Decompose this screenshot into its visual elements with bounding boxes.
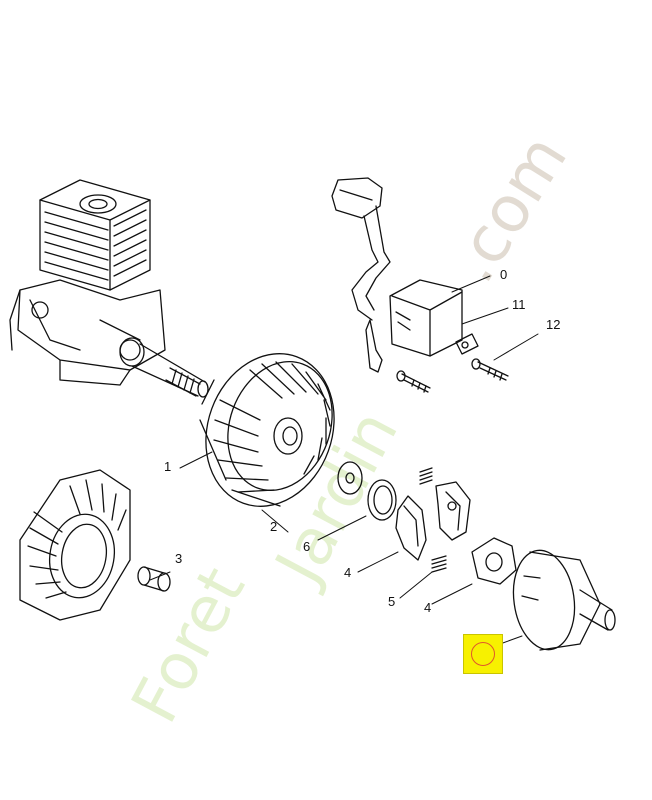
sleeve-part (137, 566, 171, 592)
label-part-5: 5 (388, 594, 396, 609)
label-part-0: 0 (500, 267, 508, 282)
label-part-3: 3 (175, 551, 183, 566)
fan-cover (19, 469, 131, 621)
thrust-ring (367, 479, 397, 521)
ignition-module (331, 177, 463, 373)
label-part-1: 1 (164, 459, 172, 474)
clutch-shoe-left (395, 495, 427, 561)
flywheel (199, 353, 335, 507)
clutch-hub (471, 537, 517, 585)
ignition-screws (396, 333, 509, 393)
clutch-springs (419, 467, 447, 573)
label-part-2: 2 (270, 519, 278, 534)
leader-lines (149, 275, 539, 645)
label-part-6: 6 (303, 539, 311, 554)
washer-disc (337, 461, 363, 495)
label-part-4-shoe: 4 (344, 565, 352, 580)
engine-block (9, 179, 166, 386)
label-part-4-hub: 4 (424, 600, 432, 615)
clutch-shoe-right (435, 481, 471, 541)
crankshaft (119, 337, 209, 398)
clutch-drum (512, 549, 616, 651)
highlighted-part-marker[interactable] (463, 634, 503, 674)
label-part-11: 11 (512, 297, 526, 312)
ring-icon (471, 642, 495, 666)
label-part-12: 12 (546, 317, 561, 332)
